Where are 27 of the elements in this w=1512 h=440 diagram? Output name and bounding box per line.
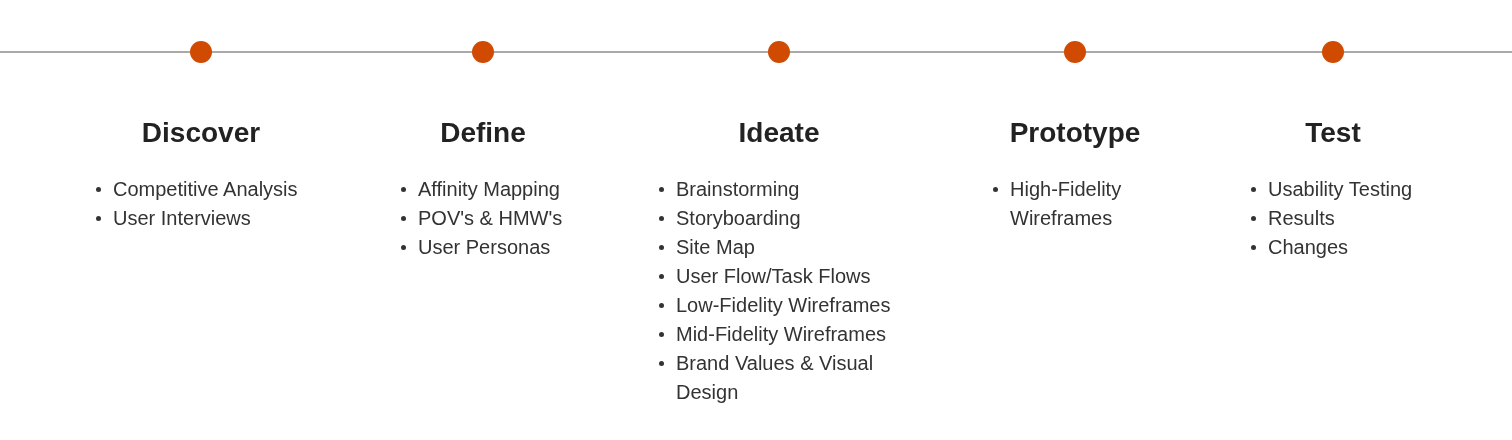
list-item-text: High-Fidelity Wireframes [1010, 177, 1123, 231]
timeline-line [1085, 51, 1323, 53]
list-item-text: Mid-Fidelity Wireframes [676, 322, 887, 347]
list-item-text: Brainstorming [676, 177, 800, 202]
list-item-text: Brand Values & Visual Design [676, 351, 875, 405]
list-item-text: POV's & HMW's [418, 206, 563, 231]
stage-heading: Test [1305, 116, 1361, 150]
list-item-text: Changes [1268, 235, 1349, 260]
timeline-line [1343, 51, 1512, 53]
list-item-text: Storyboarding [676, 206, 801, 231]
list-item-text: User Interviews [113, 206, 251, 231]
list-item-text: User Flow/Task Flows [676, 264, 871, 289]
timeline-line [211, 51, 473, 53]
stage-heading: Discover [141, 116, 261, 150]
stage-heading: Ideate [738, 116, 820, 150]
stage-heading: Define [440, 116, 526, 150]
list-item-text: Low-Fidelity Wireframes [676, 293, 891, 318]
timeline-line [0, 51, 191, 53]
list-item-text: Results [1268, 206, 1335, 231]
timeline-line [789, 51, 1065, 53]
stage-heading: Prototype [1009, 116, 1141, 150]
list-item-text: Site Map [676, 235, 755, 260]
list-item-text: User Personas [418, 235, 551, 260]
timeline-line [493, 51, 769, 53]
list-item-text: Usability Testing [1268, 177, 1413, 202]
list-item-text: Competitive Analysis [113, 177, 298, 202]
list-item-text: Affinity Mapping [418, 177, 560, 202]
